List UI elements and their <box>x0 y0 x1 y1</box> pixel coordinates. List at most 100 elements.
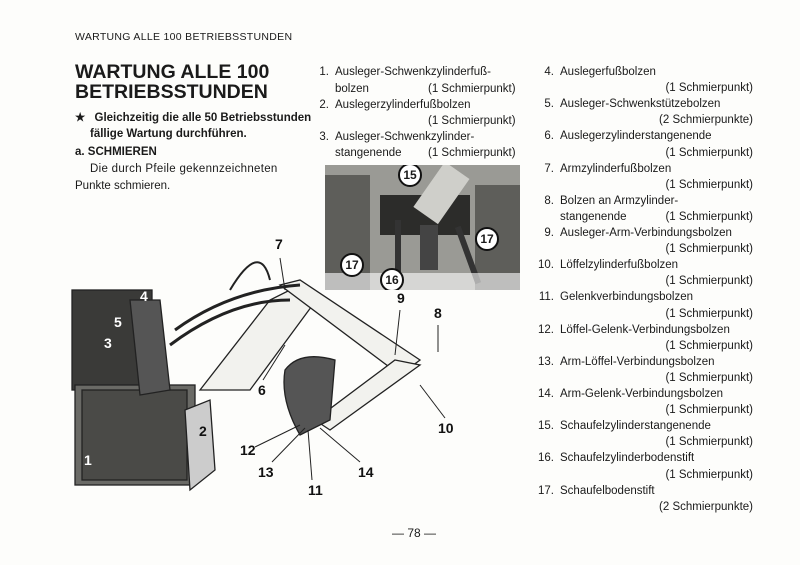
item-name: Schaufelzylinderbodenstift <box>560 452 695 465</box>
item-name: Bolzen an Armzylinder- <box>560 194 679 207</box>
item-points: (1 Schmierpunkt) <box>428 115 516 127</box>
callout-1: 1 <box>84 452 92 468</box>
undercarriage-photo: 15 16 17 17 <box>325 165 520 290</box>
item-points: (1 Schmierpunkt) <box>665 436 753 449</box>
item-name: Ausleger-Arm-Verbindungsbolzen <box>560 227 732 239</box>
list-item: 10. Löffelzylinderfußbolzen <box>530 259 678 271</box>
callout-14: 14 <box>358 464 374 480</box>
section-heading: a. SCHMIEREN <box>75 146 157 158</box>
callout-13: 13 <box>258 464 274 480</box>
callout-11: 11 <box>308 482 323 498</box>
item-points: (1 Schmierpunkt) <box>665 404 753 417</box>
item-number: 11. <box>538 291 554 304</box>
list-item: 5. Ausleger-Schwenkstützebolzen <box>530 98 720 110</box>
item-number: 10. <box>538 259 554 272</box>
item-number: 4. <box>544 66 554 78</box>
title-line: BETRIEBSSTUNDEN <box>75 81 268 103</box>
callout-16: 16 <box>380 268 404 290</box>
item-points: (1 Schmierpunkt) <box>428 147 516 159</box>
item-name: Ausleger-Schwenkzylinder- <box>335 131 475 143</box>
item-number: 13. <box>538 355 554 368</box>
callout-15: 15 <box>398 165 422 187</box>
item-points: (1 Schmierpunkt) <box>665 371 753 384</box>
item-number: 17. <box>538 484 554 497</box>
item-number: 12. <box>538 323 554 336</box>
item-points: (1 Schmierpunkt) <box>665 146 753 159</box>
item-name: Armzylinderfußbolzen <box>560 162 672 175</box>
note-line: Gleichzeitig die alle 50 Betriebsstunden <box>94 112 312 124</box>
item-points: (1 Schmierpunkt) <box>665 307 753 320</box>
item-points: (2 Schmierpunkte) <box>659 500 753 513</box>
item-name: Ausleger-Schwenkstützebolzen <box>560 98 721 111</box>
callout-12: 12 <box>240 442 256 458</box>
list-item: 13. Arm-Löffel-Verbindungsbolzen <box>530 356 715 368</box>
callout-2: 2 <box>199 423 207 439</box>
item-number: 6. <box>544 130 554 143</box>
section-text: Punkte schmieren. <box>75 180 171 192</box>
item-points: (2 Schmierpunkte) <box>659 114 753 127</box>
item-number: 8. <box>544 194 554 207</box>
callout-17: 17 <box>475 227 499 251</box>
item-number: 5. <box>544 98 554 111</box>
item-name: Ausleger-Schwenkzylinderfuß- <box>335 66 491 78</box>
item-name: Arm-Löffel-Verbindungsbolzen <box>560 355 715 368</box>
item-name: Löffelzylinderfußbolzen <box>560 259 679 272</box>
item-name: Auslegerzylinderfußbolzen <box>335 99 471 111</box>
item-points: (1 Schmierpunkt) <box>665 178 753 191</box>
page-title: WARTUNG ALLE 100 BETRIEBSSTUNDEN <box>75 62 269 102</box>
item-points: (1 Schmierpunkt) <box>665 275 753 288</box>
running-header: WARTUNG ALLE 100 BETRIEBSSTUNDEN <box>75 31 293 43</box>
callout-3: 3 <box>104 335 112 351</box>
list-item: 15. Schaufelzylinderstangenende <box>530 420 711 432</box>
item-name: Auslegerfußbolzen <box>560 66 656 78</box>
item-points: (1 Schmierpunkt) <box>665 82 753 95</box>
item-name: Arm-Gelenk-Verbindungsbolzen <box>560 388 724 400</box>
title-line: WARTUNG ALLE 100 <box>75 61 270 83</box>
callout-6: 6 <box>258 382 266 398</box>
item-number: 14. <box>538 388 554 400</box>
item-points: (1 Schmierpunkt) <box>665 210 753 223</box>
note: ★ Gleichzeitig die alle 50 Betriebsstund… <box>75 110 311 124</box>
item-number: 2. <box>319 99 329 111</box>
list-item: 6. Auslegerzylinderstangenende <box>530 130 712 143</box>
list-item: 16. Schaufelzylinderbodenstift <box>530 452 694 464</box>
item-number: 7. <box>544 162 554 175</box>
item-name: Auslegerzylinderstangenende <box>560 130 712 143</box>
item-points: (1 Schmierpunkt) <box>665 243 753 256</box>
callout-10: 10 <box>438 420 454 436</box>
item-number: 3. <box>319 131 329 143</box>
item-name: Gelenkverbindungsbolzen <box>560 291 693 304</box>
item-number: 15. <box>538 420 554 433</box>
callout-5: 5 <box>114 314 122 330</box>
item-name: stangenende <box>335 147 402 159</box>
list-item: 9. Ausleger-Arm-Verbindungsbolzen <box>530 227 732 239</box>
item-points: (1 Schmierpunkt) <box>665 339 753 352</box>
item-name: Schaufelzylinderstangenende <box>560 420 711 433</box>
item-name: Schaufelbodenstift <box>560 484 655 497</box>
callout-8: 8 <box>434 305 442 321</box>
note-line: fällige Wartung durchführen. <box>90 128 247 140</box>
list-item: 12. Löffel-Gelenk-Verbindungsbolzen <box>530 324 730 336</box>
item-name: bolzen <box>335 83 369 95</box>
item-name: stangenende <box>560 210 627 223</box>
item-number: 16. <box>538 452 554 465</box>
list-item: 14. Arm-Gelenk-Verbindungsbolzen <box>530 388 723 400</box>
item-points: (1 Schmierpunkt) <box>428 83 516 95</box>
section-text: Die durch Pfeile gekennzeichneten <box>90 163 278 175</box>
list-item: 8. Bolzen an Armzylinder- <box>530 195 678 207</box>
callout-17: 17 <box>340 253 364 277</box>
list-item: 11. Gelenkverbindungsbolzen <box>530 291 693 303</box>
item-number: 1. <box>319 66 329 78</box>
callout-9: 9 <box>397 290 405 306</box>
item-name: Löffel-Gelenk-Verbindungsbolzen <box>560 323 730 336</box>
list-item: 17. Schaufelbodenstift <box>530 485 655 497</box>
star-icon: ★ <box>75 112 86 124</box>
list-item: 4. Auslegerfußbolzen <box>530 66 656 78</box>
item-points: (1 Schmierpunkt) <box>665 468 753 481</box>
list-item: 7. Armzylinderfußbolzen <box>530 163 671 175</box>
callout-7: 7 <box>275 236 283 252</box>
callout-4: 4 <box>140 288 148 304</box>
item-number: 9. <box>544 227 554 239</box>
